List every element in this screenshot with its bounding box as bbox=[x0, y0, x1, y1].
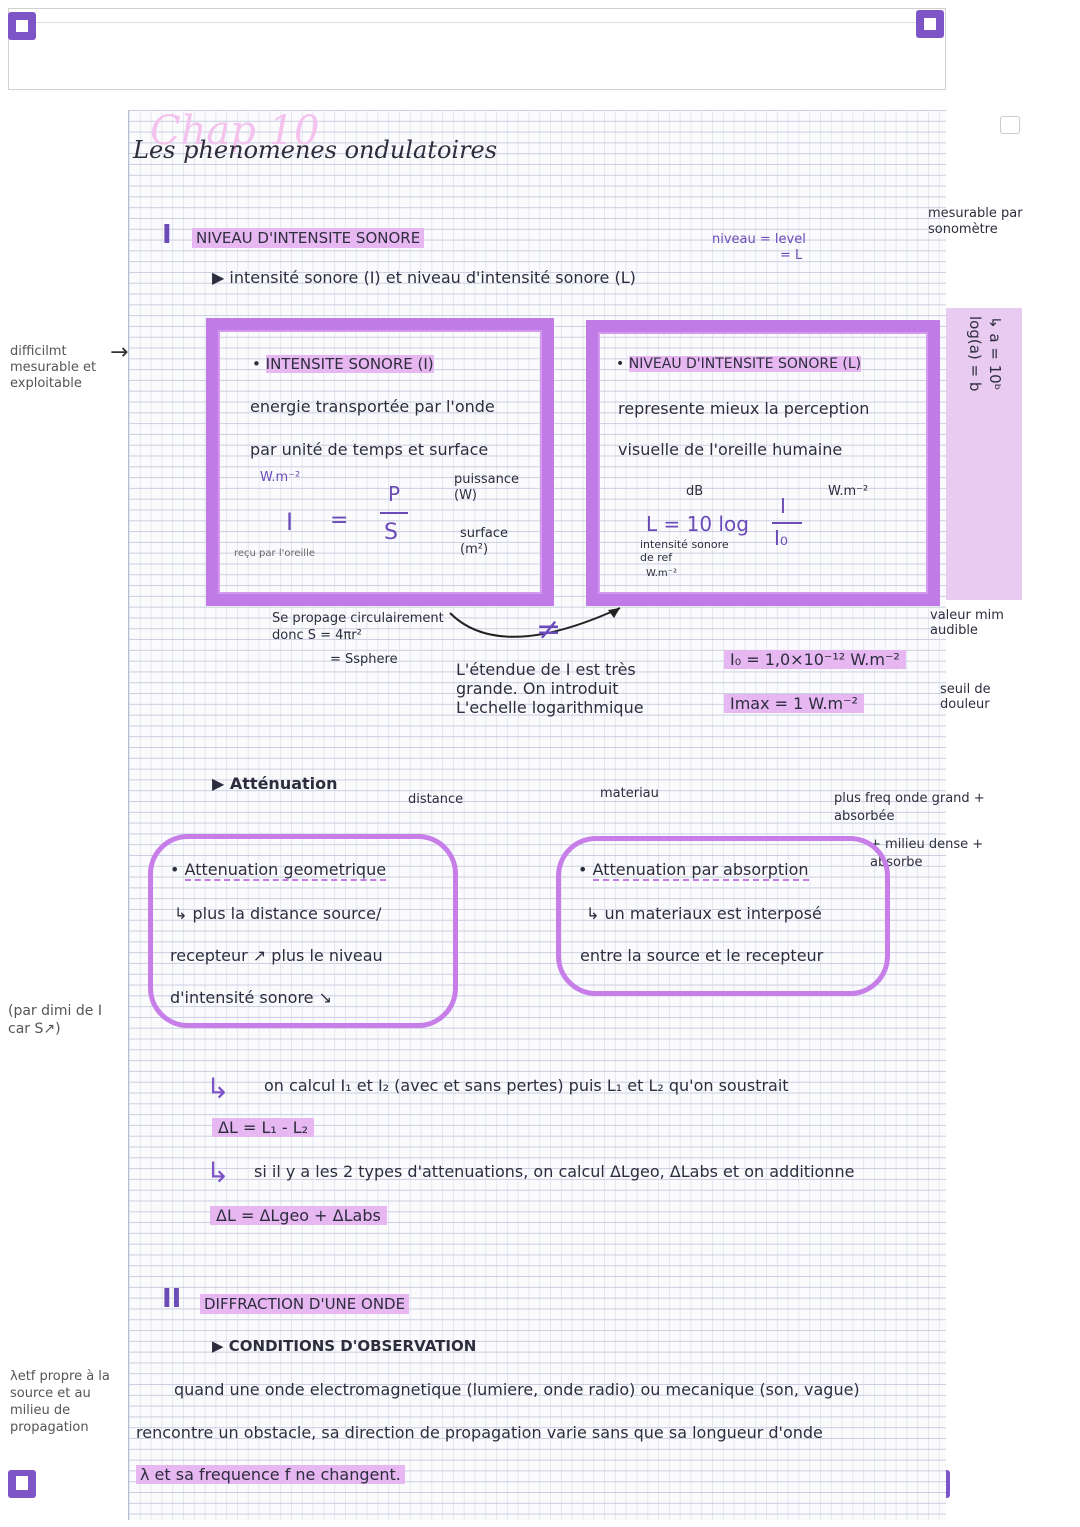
cloud-right-heading: • Attenuation par absorption bbox=[578, 860, 809, 881]
cloud-left-line3: d'intensité sonore ↘ bbox=[170, 988, 332, 1007]
subheading-intensite: ▶ intensité sonore (I) et niveau d'inten… bbox=[212, 268, 636, 287]
dense-note: + milieu dense + absorbe bbox=[870, 837, 984, 870]
etendue-note: L'étendue de I est très grande. On intro… bbox=[456, 660, 644, 717]
cloud-left-line1: ↳ plus la distance source/ bbox=[174, 904, 382, 923]
delta-formula-2: ΔL = ΔLgeo + ΔLabs bbox=[210, 1206, 387, 1225]
attenuation-heading-text: Atténuation bbox=[229, 774, 338, 793]
cloud-left-line2: recepteur ↗ plus le niveau bbox=[170, 946, 383, 965]
db-label: dB bbox=[686, 484, 704, 499]
box-right-unit: W.m⁻² bbox=[828, 484, 869, 499]
title-ghost: Chap 10 bbox=[150, 108, 320, 154]
diffraction-line-3: λ et sa frequence f ne changent. bbox=[136, 1465, 405, 1484]
cloud-right-line2: entre la source et le recepteur bbox=[580, 946, 824, 965]
section-1-heading: NIVEAU D'INTENSITE SONORE bbox=[192, 228, 425, 248]
formula-l: L = 10 log bbox=[646, 512, 749, 536]
section-2-number: II bbox=[162, 1284, 182, 1314]
section-1-number: I bbox=[162, 220, 172, 250]
box-right-heading: • NIVEAU D'INTENSITE SONORE (L) bbox=[616, 356, 862, 372]
mesurable-note: mesurable par sonomètre bbox=[928, 206, 1023, 237]
arrow-right-icon: → bbox=[110, 340, 129, 365]
seuil-douleur-note: seuil de douleur bbox=[940, 682, 991, 712]
triangle-bullet-icon: ▶ bbox=[212, 1337, 224, 1355]
fraction-bar bbox=[380, 512, 408, 514]
not-equal-sign: ≠ bbox=[536, 612, 562, 647]
recu-label: reçu par l'oreille bbox=[234, 548, 316, 559]
page-header-line bbox=[8, 22, 944, 89]
page-header-frame bbox=[8, 8, 946, 90]
intensite-ref-label: intensité sonore de ref bbox=[640, 538, 729, 564]
attenuation-heading: ▶ Atténuation bbox=[212, 774, 338, 793]
box-right-line2: visuelle de l'oreille humaine bbox=[618, 440, 843, 459]
fraction-bar-2 bbox=[772, 522, 802, 524]
corner-marker-top-right bbox=[916, 10, 944, 38]
formula-i: I bbox=[286, 508, 294, 536]
formula-l-num: I bbox=[780, 494, 786, 518]
intensite-ref-unit: W.m⁻² bbox=[646, 568, 677, 579]
box-right-line1: represente mieux la perception bbox=[618, 399, 869, 418]
hook-arrow-icon: ↳ bbox=[206, 1072, 230, 1105]
niveau-note-2: = L bbox=[780, 248, 803, 263]
cloud-left-heading: • Attenuation geometrique bbox=[170, 860, 387, 881]
log-line2: ↳ a = 10ᵇ bbox=[986, 316, 1004, 391]
bullet-dot-icon: • bbox=[616, 356, 625, 372]
valeur-min-note: valeur mim audible bbox=[930, 608, 1004, 638]
page-icon bbox=[1000, 116, 1020, 134]
triangle-bullet-icon: ▶ bbox=[212, 774, 225, 793]
box-right-line1-text: represente mieux la perception bbox=[618, 399, 870, 418]
formula-equals: = bbox=[330, 508, 349, 533]
graph-paper-sheet bbox=[128, 110, 946, 1520]
bullet-dot-icon: • bbox=[170, 860, 180, 879]
formula-l-den: I₀ bbox=[774, 526, 788, 550]
surface-label: surface (m²) bbox=[460, 526, 509, 557]
sphere-note: = Ssphere bbox=[330, 652, 398, 667]
box-left-unit: W.m⁻² bbox=[260, 470, 301, 485]
corner-marker-top-left bbox=[8, 12, 36, 40]
box-left-heading: • INTENSITE SONORE (I) bbox=[252, 355, 434, 373]
page-title: Les phenomenes ondulatoires bbox=[133, 136, 498, 164]
cloud-attenuation-geometrique bbox=[148, 834, 458, 1028]
box-niveau-intensite bbox=[586, 320, 940, 606]
box-intensite-sonore bbox=[206, 318, 554, 606]
box-left-heading-text: INTENSITE SONORE (I) bbox=[265, 355, 434, 373]
box-left-line1: energie transportée par l'onde bbox=[250, 397, 495, 416]
freq-note: plus freq onde grand + absorbée bbox=[834, 791, 985, 824]
margin-note-dimi: (par dimi de I car S↗) bbox=[8, 1003, 102, 1037]
log-line1: log(a) = b bbox=[966, 316, 984, 392]
propage-note: Se propage circulairement donc S = 4πr² bbox=[272, 611, 444, 643]
distance-note: distance bbox=[408, 792, 464, 807]
calc-line-2: si il y a les 2 types d'attenuations, on… bbox=[254, 1162, 855, 1181]
materiau-note: materiau bbox=[600, 786, 659, 801]
conditions-heading: ▶ CONDITIONS D'OBSERVATION bbox=[212, 1337, 476, 1355]
box-right-heading-text: NIVEAU D'INTENSITE SONORE (L) bbox=[628, 356, 862, 372]
cloud-right-line1: ↳ un materiaux est interposé bbox=[586, 904, 822, 923]
cloud-left-heading-text: Attenuation geometrique bbox=[184, 860, 387, 881]
diffraction-line-1: quand une onde electromagnetique (lumier… bbox=[174, 1380, 860, 1399]
delta-formula-1: ΔL = L₁ - L₂ bbox=[212, 1118, 315, 1137]
bullet-dot-icon: • bbox=[252, 355, 261, 373]
hook-arrow-icon: ↳ bbox=[206, 1156, 230, 1189]
calc-line-1: on calcul I₁ et I₂ (avec et sans pertes)… bbox=[264, 1076, 789, 1095]
box-left-line2: par unité de temps et surface bbox=[250, 440, 489, 459]
log-reminder-box bbox=[946, 308, 1022, 600]
conditions-heading-text: CONDITIONS D'OBSERVATION bbox=[228, 1337, 477, 1355]
imax-value: Imax = 1 W.m⁻² bbox=[724, 694, 864, 713]
subheading-text: intensité sonore (I) et niveau d'intensi… bbox=[229, 268, 636, 287]
diffraction-line-2: rencontre un obstacle, sa direction de p… bbox=[136, 1423, 823, 1442]
formula-s: S bbox=[384, 520, 398, 545]
cloud-attenuation-absorption bbox=[556, 836, 890, 996]
section-2-heading: DIFFRACTION D'UNE ONDE bbox=[200, 1294, 410, 1314]
cloud-right-heading-text: Attenuation par absorption bbox=[592, 860, 809, 881]
i0-value: I₀ = 1,0×10⁻¹² W.m⁻² bbox=[724, 650, 906, 669]
puissance-label: puissance (W) bbox=[454, 472, 519, 503]
margin-note-lambda: λetf propre à la source et au milieu de … bbox=[10, 1369, 110, 1435]
corner-marker-bottom-left bbox=[8, 1470, 36, 1498]
margin-note-difficile: difficilmt mesurable et exploitable bbox=[10, 344, 97, 391]
niveau-note: niveau = level bbox=[712, 232, 806, 247]
bullet-dot-icon: • bbox=[578, 860, 588, 879]
formula-p: P bbox=[388, 482, 401, 506]
curved-arrow bbox=[449, 607, 621, 638]
triangle-bullet-icon: ▶ bbox=[212, 268, 225, 287]
